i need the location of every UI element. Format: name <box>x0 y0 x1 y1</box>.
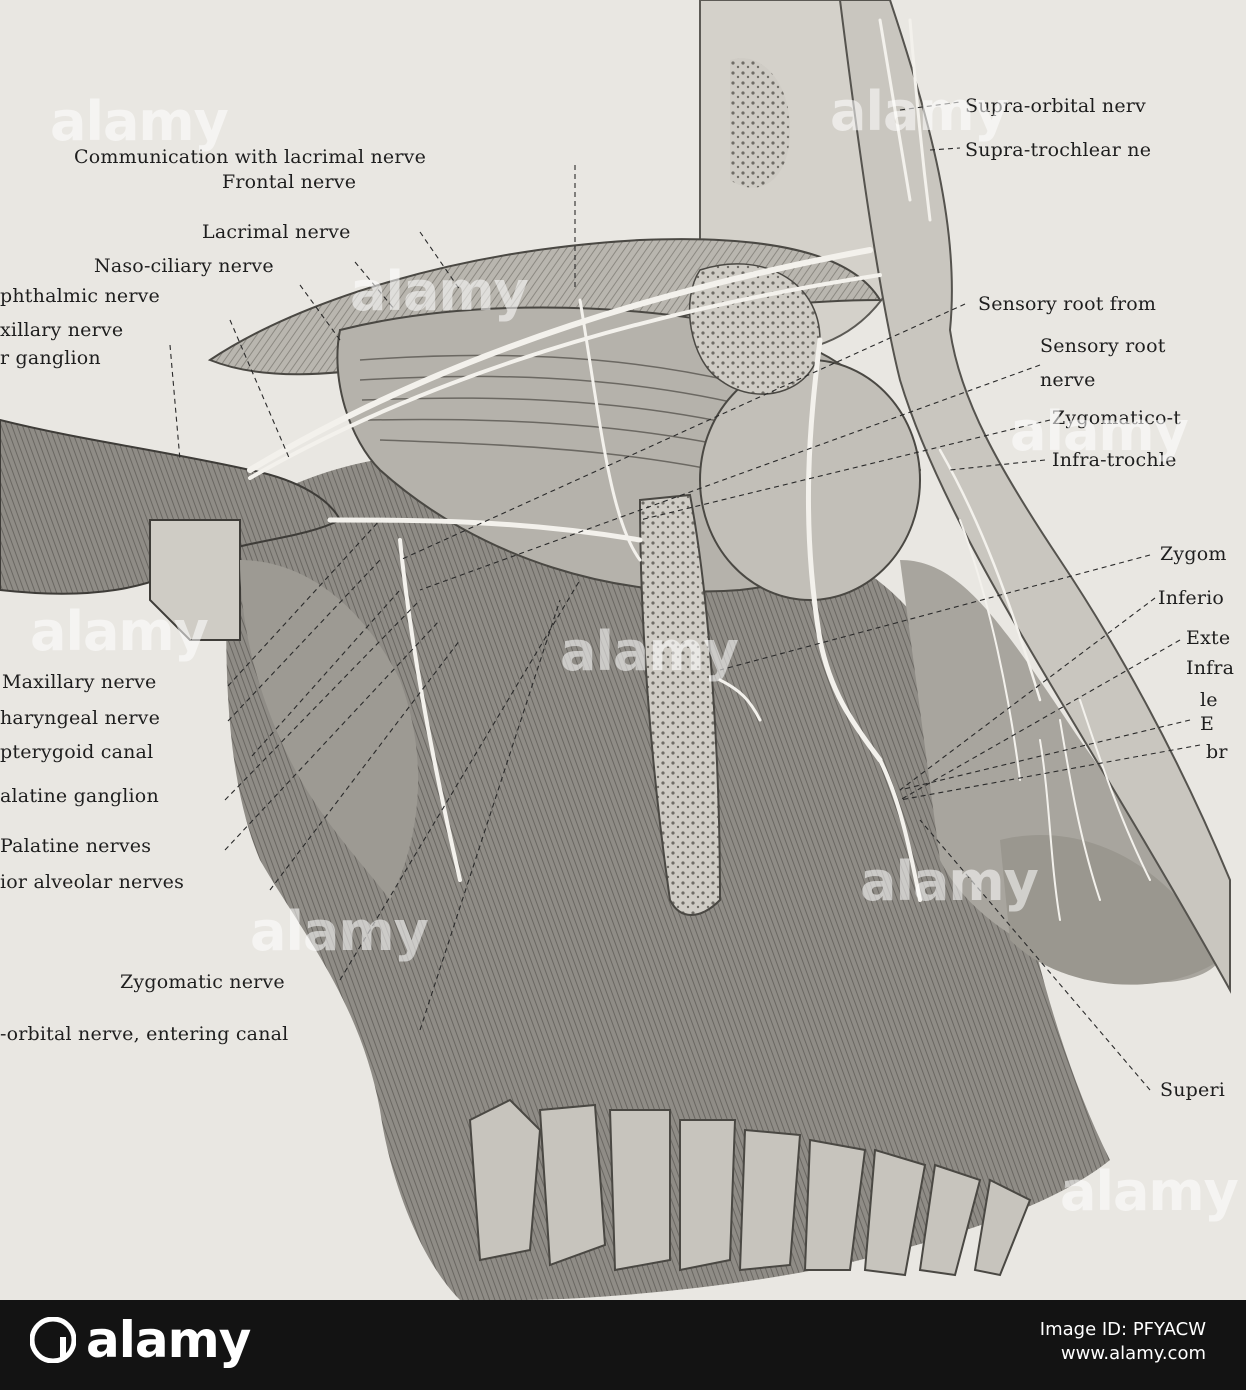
label-lacrimal-nerve: Lacrimal nerve <box>202 221 351 243</box>
label-frontal-nerve: Frontal nerve <box>222 171 357 193</box>
watermark-text: alamy <box>830 80 1009 143</box>
label-ganglion-top: r ganglion <box>0 347 101 369</box>
label-maxillary-nerve: Maxillary nerve <box>2 671 157 693</box>
label-infra: Infra <box>1186 657 1235 679</box>
footer-image-id: Image ID: PFYACW www.alamy.com <box>1040 1318 1206 1366</box>
watermark-text: alamy <box>350 260 529 323</box>
alamy-a-icon <box>30 1317 76 1363</box>
anatomical-plate: Supra-orbital nerv Supra-trochlear ne Co… <box>0 0 1246 1300</box>
skull-illustration <box>0 0 1231 1300</box>
skin-strip <box>838 0 1231 994</box>
label-zygomatic-nerve: Zygomatic nerve <box>120 971 285 993</box>
label-inferio: Inferio <box>1158 587 1225 609</box>
label-zygomatico-t: Zygomatico-t <box>1052 407 1182 429</box>
nasal-ala <box>1000 835 1220 985</box>
label-communication-lacrimal: Communication with lacrimal nerve <box>74 146 427 168</box>
label-pharyngeal-nerve: haryngeal nerve <box>0 707 161 729</box>
leader-lines <box>169 101 1201 1091</box>
label-superi: Superi <box>1160 1079 1226 1101</box>
label-infra-orbital-entering: -orbital nerve, entering canal <box>0 1023 289 1045</box>
label-maxillary-nerve-top: xillary nerve <box>0 319 124 341</box>
label-zygom: Zygom <box>1160 543 1227 565</box>
label-sensory-root: Sensory root <box>1040 335 1166 357</box>
watermark-text: alamy <box>1060 1160 1239 1223</box>
image-id-line: Image ID: PFYACW <box>1039 1319 1206 1340</box>
label-ophthalmic-nerve: phthalmic nerve <box>0 285 160 307</box>
watermark-text: alamy <box>250 900 429 963</box>
label-naso-ciliary-nerve: Naso-ciliary nerve <box>94 255 274 277</box>
zygomatic-cut <box>638 493 722 916</box>
nerve-fibres <box>247 18 1151 921</box>
label-supra-orbital-nerve: Supra-orbital nerv <box>965 95 1146 117</box>
label-e: E <box>1200 713 1215 735</box>
label-exte: Exte <box>1186 627 1231 649</box>
label-supra-trochlear-nerve: Supra-trochlear ne <box>965 139 1152 161</box>
footer-logo-text: alamy <box>86 1311 251 1369</box>
watermark-text: alamy <box>860 850 1039 913</box>
watermark-text: alamy <box>50 90 229 153</box>
sphenoid-bone <box>149 519 241 641</box>
label-palatine-nerves: Palatine nerves <box>0 835 152 857</box>
label-palatine-ganglion: alatine ganglion <box>0 785 159 807</box>
image-url[interactable]: www.alamy.com <box>1060 1343 1206 1364</box>
label-sensory-root-nerve: nerve <box>1040 369 1096 391</box>
label-br: br <box>1206 741 1228 763</box>
label-le: le <box>1200 689 1218 711</box>
label-pterygoid-canal: pterygoid canal <box>0 741 154 763</box>
label-sensory-root-from: Sensory root from <box>978 293 1157 315</box>
footer-bar: alamy Image ID: PFYACW www.alamy.com <box>0 1300 1246 1390</box>
label-alveolar-nerves: ior alveolar nerves <box>0 871 185 893</box>
label-infra-trochle: Infra-trochle <box>1052 449 1177 471</box>
watermark-text: alamy <box>560 620 739 683</box>
watermark-text: alamy <box>30 600 209 663</box>
watermark-text: alamy <box>1010 400 1189 463</box>
pterygoid-plate <box>240 560 419 900</box>
lacrimal-gland <box>688 263 821 395</box>
footer-logo[interactable]: alamy <box>30 1310 251 1370</box>
teeth <box>468 1098 1032 1277</box>
frontal-sinus <box>730 58 790 188</box>
